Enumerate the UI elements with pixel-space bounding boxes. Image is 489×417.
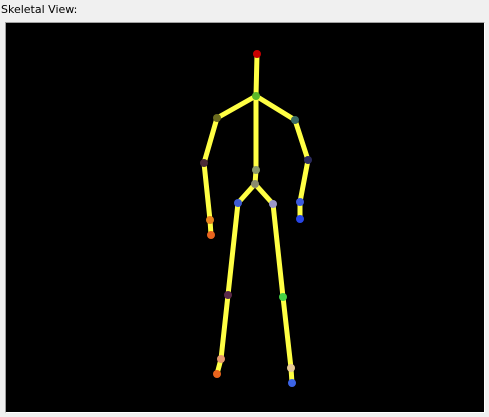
joint-hand-right <box>296 215 304 223</box>
bone-elbow-left-to-wrist-left <box>201 160 213 223</box>
joint-shoulder-center <box>252 92 260 100</box>
joint-hip-left <box>234 199 242 207</box>
bone-hip-right-to-knee-right <box>270 201 286 300</box>
joint-hip-center <box>251 180 259 188</box>
joint-head <box>253 50 261 58</box>
joint-spine <box>252 166 260 174</box>
joint-ankle-right <box>287 364 295 372</box>
joint-wrist-right <box>296 198 304 206</box>
bone-knee-left-to-ankle-left <box>218 292 231 362</box>
joint-knee-left <box>224 291 232 299</box>
skeletal-view-canvas <box>5 22 485 413</box>
joint-elbow-left <box>200 159 208 167</box>
skeleton-figure <box>200 50 312 387</box>
bone-shoulder-center-to-shoulder-right <box>253 93 298 123</box>
bone-hip-center-to-hip-left <box>235 181 258 206</box>
joint-shoulder-right <box>291 116 299 124</box>
bone-hip-left-to-knee-left <box>225 200 241 298</box>
joint-shoulder-left <box>213 114 221 122</box>
joint-foot-right <box>288 379 296 387</box>
joint-hip-right <box>269 200 277 208</box>
bone-knee-right-to-ankle-right <box>280 294 294 371</box>
joint-wrist-left <box>206 216 214 224</box>
joint-elbow-right <box>304 156 312 164</box>
joint-foot-left <box>213 370 221 378</box>
bone-head-to-shoulder-center <box>253 51 260 99</box>
bone-shoulder-right-to-elbow-right <box>292 117 311 163</box>
joint-hand-left <box>207 231 215 239</box>
joint-ankle-left <box>217 355 225 363</box>
joint-knee-right <box>279 293 287 301</box>
bone-shoulder-left-to-elbow-left <box>201 115 220 166</box>
bone-shoulder-center-to-shoulder-left <box>214 93 259 121</box>
skeletal-view-label: Skeletal View: <box>1 3 78 16</box>
bone-hip-center-to-hip-right <box>252 181 276 207</box>
bone-elbow-right-to-wrist-right <box>297 157 311 205</box>
